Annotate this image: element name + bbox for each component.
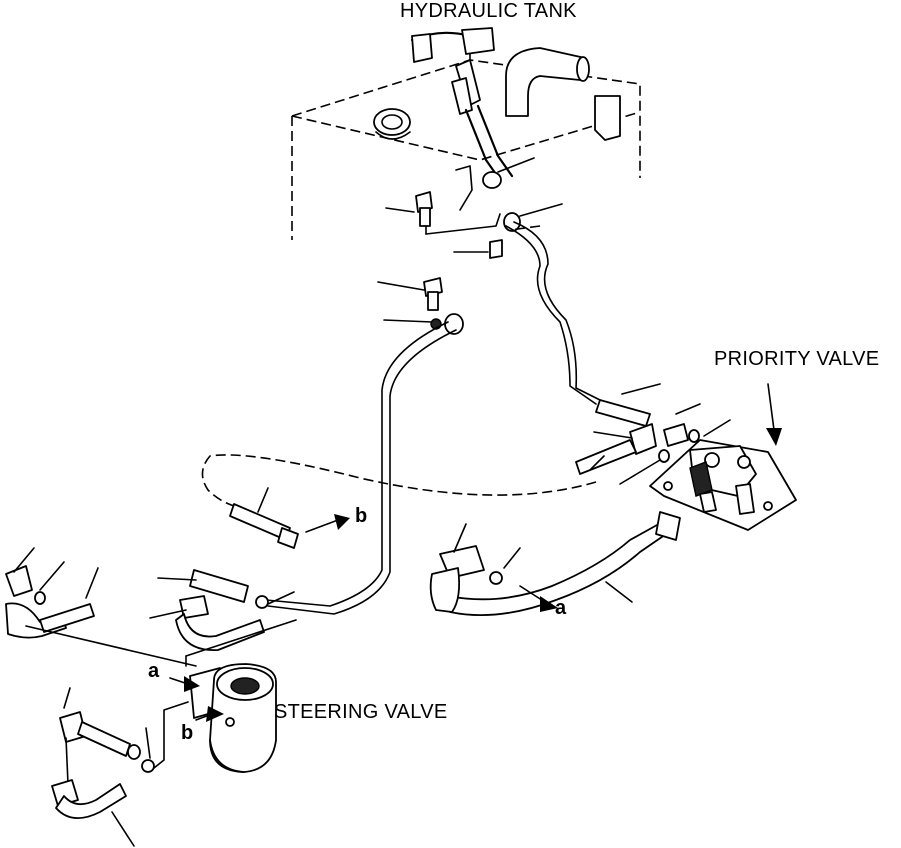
ref-b-upper: b [355,505,368,527]
hydraulic-tank-label: HYDRAULIC TANK [400,0,577,22]
priority-valve-assembly [575,383,797,531]
left-fittings [5,547,197,667]
priority-valve-label: PRIORITY VALVE [714,348,880,370]
tank-fittings [415,191,521,335]
leader-lines-tank [377,157,563,323]
hydraulic-tank [291,27,641,240]
ref-b-lower: b [181,722,194,744]
ref-a-lower: a [148,660,160,682]
steering-valve [169,663,277,773]
steering-fittings [149,569,297,667]
hose-b-assembly [229,487,350,549]
steering-valve-label: STEERING VALVE [274,701,448,723]
lower-tube-assembly [51,687,189,847]
tube-lines [201,221,601,615]
hose-a-assembly [429,511,681,616]
ref-a-upper: a [555,597,567,619]
